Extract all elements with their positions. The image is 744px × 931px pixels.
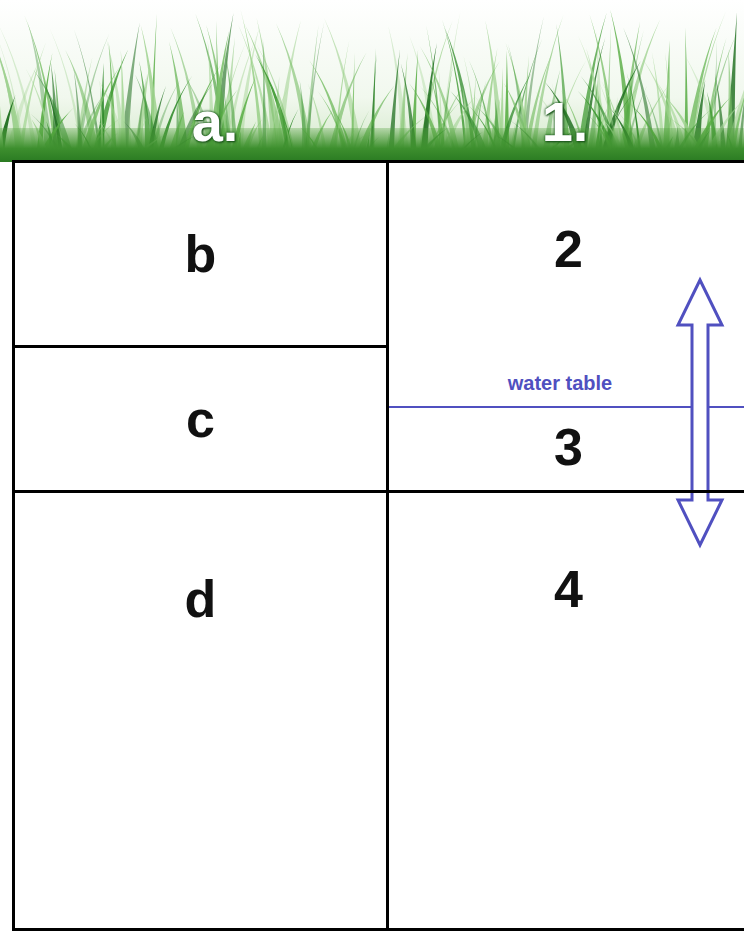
soil-zone-box: c — [12, 345, 389, 493]
zone-letter: 4 — [389, 561, 744, 618]
water-table-label: water table — [505, 372, 615, 394]
zone-letter: b — [15, 226, 386, 283]
zone-letter: 3 — [389, 419, 744, 476]
soil-zone-box: d — [12, 490, 389, 931]
soil-zone-box: 23 — [386, 160, 744, 493]
column-heading: 1. — [542, 91, 589, 153]
zone-letter: 2 — [389, 221, 744, 278]
fluctuation-arrow — [678, 280, 722, 545]
zone-letter: d — [15, 571, 386, 628]
water-table-line — [386, 406, 744, 408]
soil-zone-box: b — [12, 160, 389, 348]
zone-letter: c — [15, 391, 386, 448]
soil-zone-box: 4 — [386, 490, 744, 931]
column-heading: a. — [192, 91, 239, 153]
